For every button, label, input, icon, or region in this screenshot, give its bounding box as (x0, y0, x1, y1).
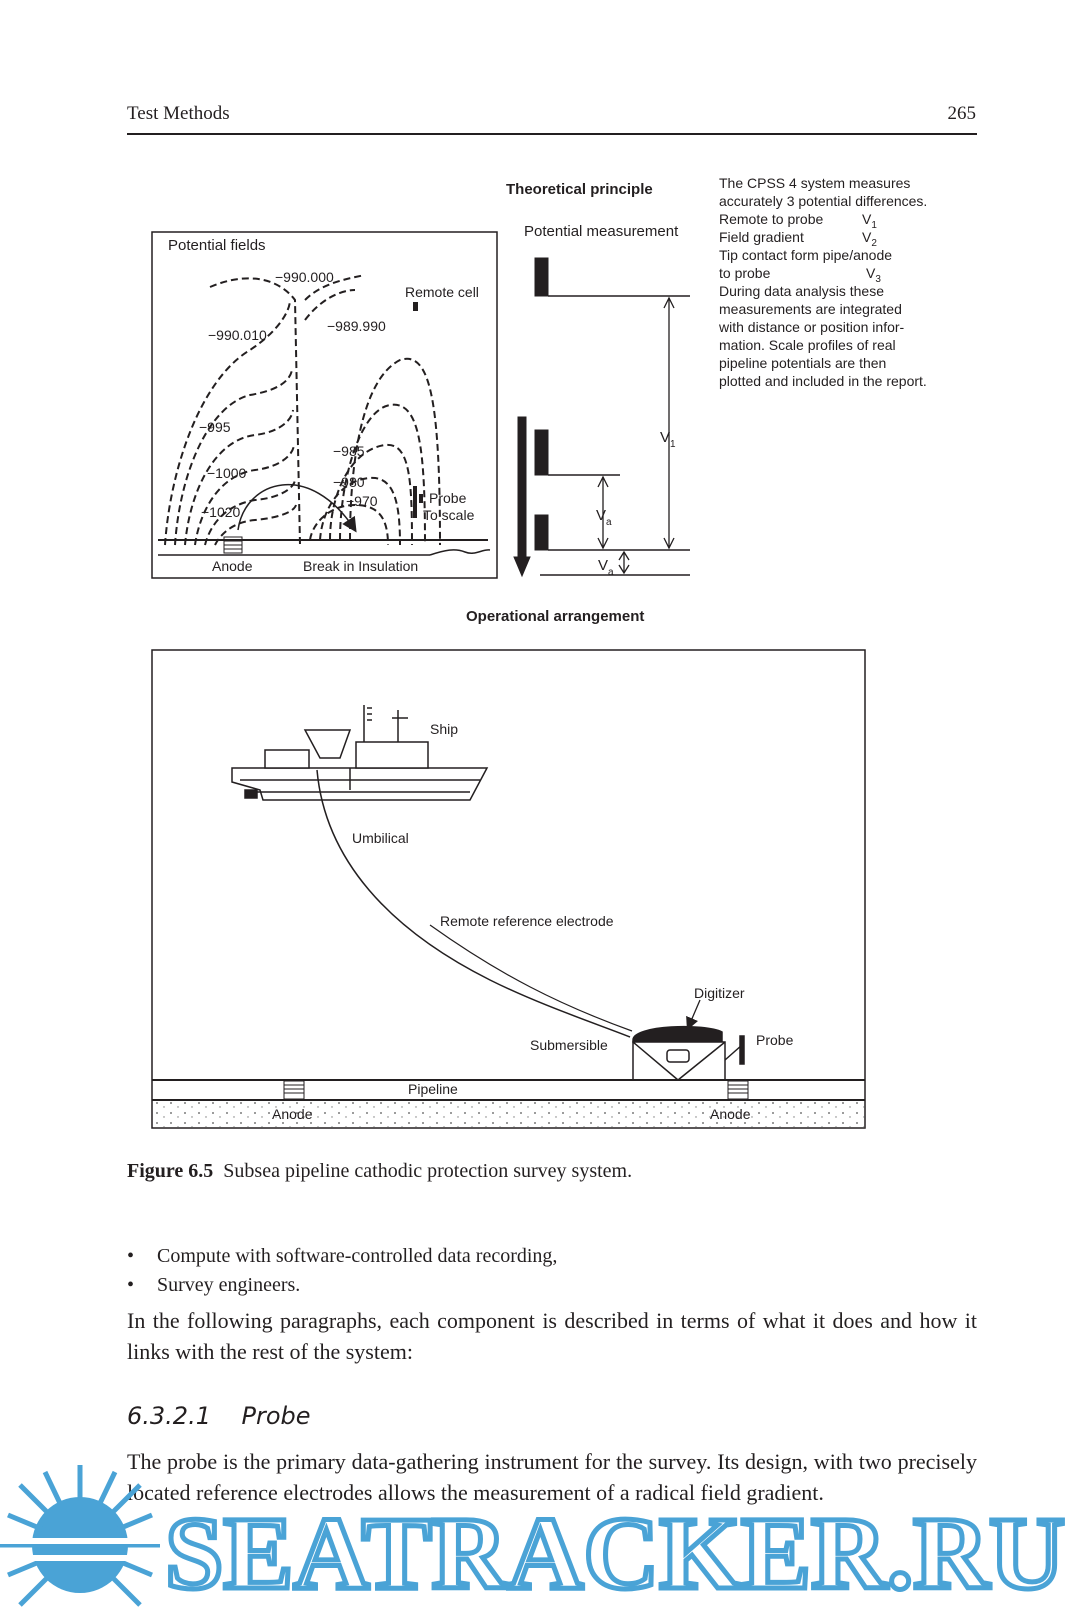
potential-fields-title: Potential fields (168, 237, 266, 254)
equipotential-lines (164, 274, 441, 546)
figure-6-5: Theoretical principle Potential fields (151, 175, 927, 1129)
caption-label: Figure 6.5 (127, 1160, 214, 1182)
paragraph-intro: In the following paragraphs, each compon… (127, 1308, 977, 1364)
desc-line: accurately 3 potential differences. (719, 193, 927, 209)
svg-text:Anode: Anode (212, 558, 253, 574)
probe-label: Probe (756, 1032, 794, 1048)
header-rule (127, 133, 977, 135)
sun-logo-icon (0, 1465, 170, 1607)
svg-text:Probe: Probe (429, 490, 467, 506)
operational-panel (151, 649, 866, 1129)
paragraph-probe: The probe is the primary data-gathering … (127, 1449, 977, 1505)
anode-label-right: Anode (710, 1106, 751, 1122)
svg-text:Remote cell: Remote cell (405, 284, 479, 300)
current-arc (237, 483, 357, 533)
desc-line: During data analysis these (719, 283, 884, 299)
svg-text:To scale: To scale (423, 507, 475, 523)
svg-text:−980: −980 (333, 474, 365, 490)
svg-text:−989.990: −989.990 (327, 318, 386, 334)
svg-text:−985: −985 (333, 443, 365, 459)
submersible-drawing (632, 1025, 745, 1081)
desc-line: Remote to probe (719, 211, 823, 227)
desc-var-v1: V1 (862, 211, 877, 231)
pipeline-label: Pipeline (408, 1081, 458, 1097)
figure-caption: Figure 6.5 Subsea pipeline cathodic prot… (127, 1160, 632, 1183)
va-label: Va (596, 507, 612, 528)
svg-text:−990.010: −990.010 (208, 327, 267, 343)
va-label-bottom: Va (598, 557, 614, 578)
probe-marker (413, 486, 417, 518)
digitizer-label: Digitizer (694, 985, 745, 1001)
svg-text:−1000: −1000 (207, 465, 247, 481)
umbilical-label: Umbilical (352, 830, 409, 846)
potential-fields-panel (151, 231, 498, 579)
desc-line: with distance or position infor- (718, 319, 905, 335)
page-number: 265 (947, 103, 977, 124)
svg-text:−1020: −1020 (201, 504, 241, 520)
operational-title: Operational arrangement (466, 608, 644, 625)
svg-text:−995: −995 (199, 419, 231, 435)
remote-cell-marker (413, 302, 418, 311)
potential-measurement-title: Potential measurement (524, 223, 679, 240)
watermark-text: SEATRACKER.RU (165, 1496, 1065, 1611)
ship-drawing (231, 705, 489, 801)
desc-line: mation. Scale profiles of real (719, 337, 896, 353)
svg-text:Break in Insulation: Break in Insulation (303, 558, 418, 574)
pipeline-and-seabed (152, 1079, 865, 1128)
theoretical-title: Theoretical principle (506, 181, 653, 198)
desc-line: The CPSS 4 system measures (719, 175, 910, 191)
caption-text: Subsea pipeline cathodic protection surv… (223, 1160, 633, 1182)
svg-text:−970: −970 (346, 493, 378, 509)
anode-label-left: Anode (272, 1106, 313, 1122)
umbilical-cable (316, 769, 631, 1038)
description-block: The CPSS 4 system measures accurately 3 … (718, 175, 927, 389)
list-item: Compute with software-controlled data re… (127, 1242, 557, 1271)
remote-ref-label: Remote reference electrode (440, 913, 614, 929)
submersible-label: Submersible (530, 1037, 608, 1053)
desc-line: plotted and included in the report. (719, 373, 927, 389)
running-head: Test Methods (127, 103, 230, 124)
svg-text:−990.000: −990.000 (275, 269, 334, 285)
desc-line: Tip contact form pipe/anode (719, 247, 892, 263)
list-item: Survey engineers. (127, 1271, 557, 1300)
potential-field-labels: −990.000 −990.010 −989.990 Remote cell −… (199, 269, 479, 574)
desc-line: pipeline potentials are then (719, 355, 886, 371)
bullet-list: Compute with software-controlled data re… (127, 1242, 557, 1300)
desc-line: Field gradient (719, 229, 804, 245)
desc-line: measurements are integrated (719, 301, 902, 317)
digitizer-pointer (686, 999, 701, 1031)
ship-label: Ship (430, 721, 458, 737)
section-heading: 6.3.2.1 Probe (127, 1402, 311, 1430)
desc-var-v2: V2 (862, 229, 877, 249)
measurement-diagram (513, 257, 690, 578)
watermark: SEATRACKER.RU (0, 1465, 1068, 1614)
v1-label: V1 (660, 429, 676, 450)
desc-line: to probe (719, 265, 771, 281)
desc-var-v3: V3 (866, 265, 881, 285)
